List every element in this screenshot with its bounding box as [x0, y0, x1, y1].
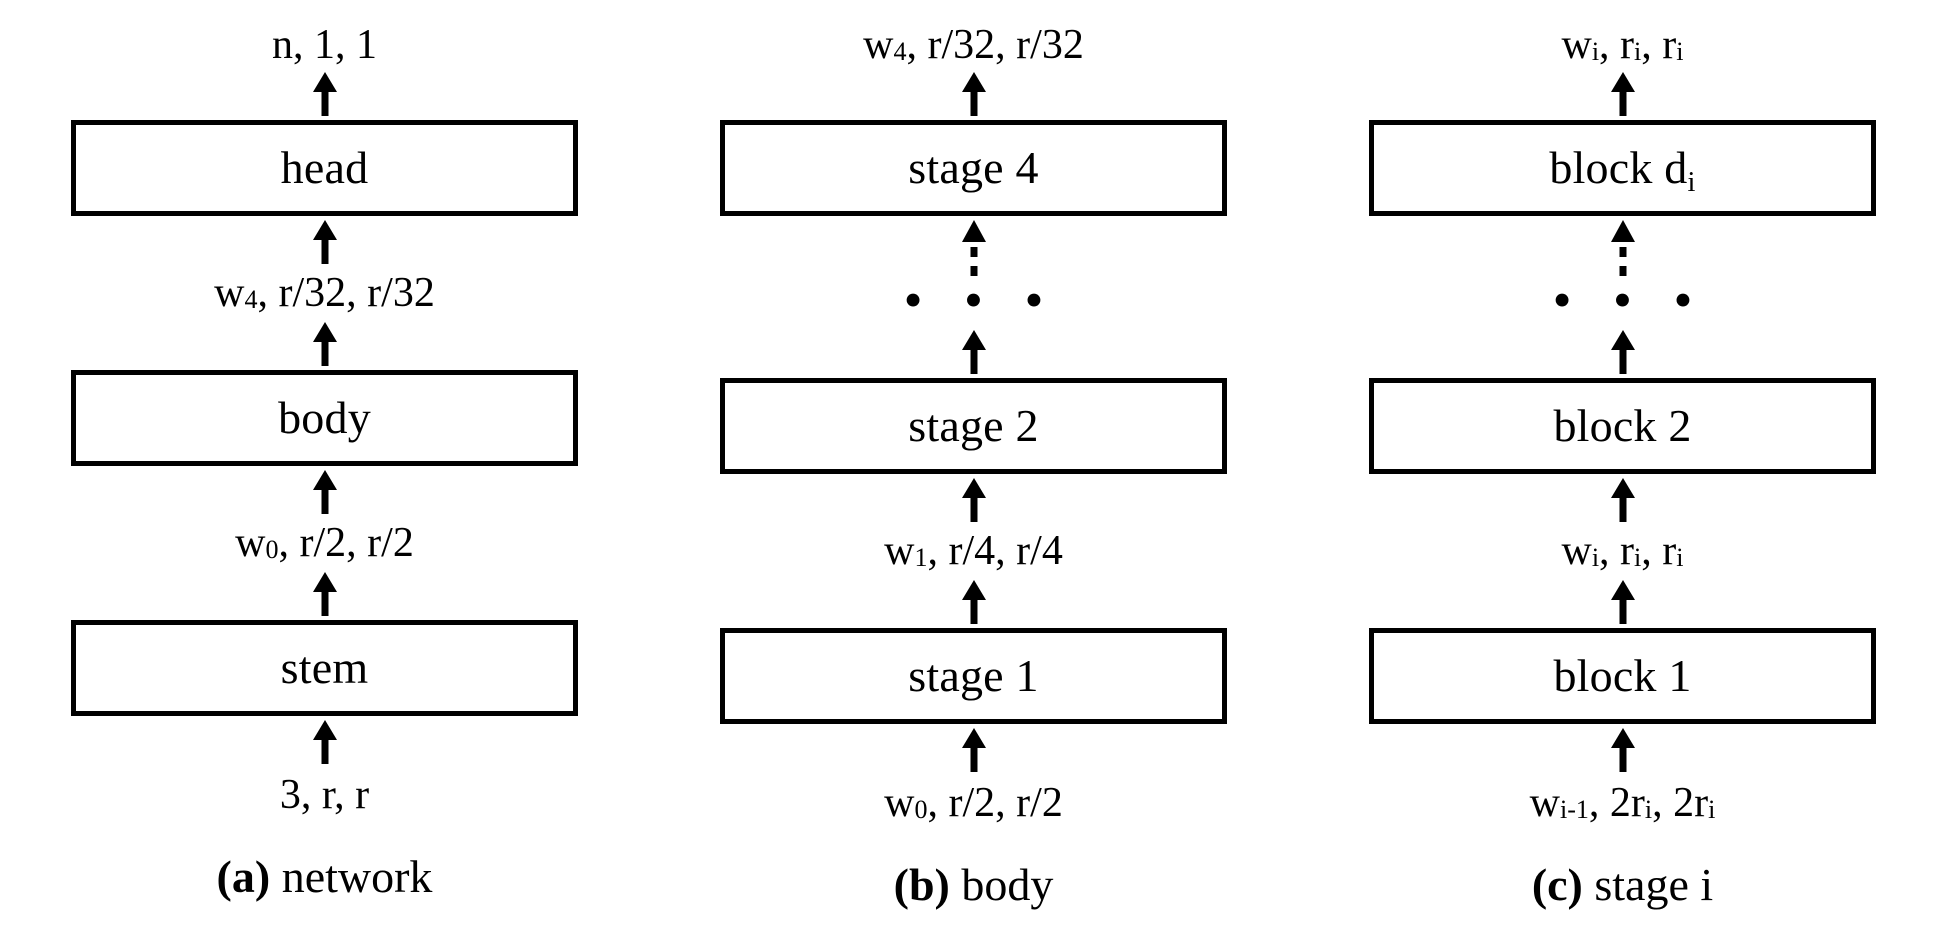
box-block-d-i[interactable]: block di	[1369, 120, 1876, 216]
box-block-1[interactable]: block 1	[1369, 628, 1876, 724]
caption-text-c: stage i	[1582, 859, 1714, 910]
caption-tag-c: (c)	[1531, 859, 1583, 910]
box-stage-2[interactable]: stage 2	[720, 378, 1227, 474]
label-network-output: n, 1, 1	[272, 22, 377, 68]
ellipsis-blocks: • • •	[1552, 270, 1707, 330]
caption-text-a: network	[270, 851, 433, 902]
label-stem-input: 3, r, r	[279, 772, 370, 818]
caption-panel-c: (c) stage i	[1532, 852, 1713, 908]
caption-text-b: body	[949, 859, 1054, 910]
ellipsis-stages: • • •	[903, 270, 1058, 330]
box-stage-4-label: stage 4	[908, 142, 1039, 193]
arrow-input-to-stem	[312, 720, 337, 764]
caption-panel-b: (b) body	[894, 852, 1054, 908]
caption-panel-a: (a) network	[217, 844, 433, 900]
box-stage-2-label: stage 2	[908, 400, 1039, 451]
arrow-stage4-out	[961, 72, 986, 116]
box-block-2[interactable]: block 2	[1369, 378, 1876, 474]
arrow-stage1-to-stage2	[961, 580, 986, 624]
caption-tag-a: (a)	[216, 851, 271, 902]
arrow-body-out	[312, 322, 337, 366]
arrow-input-to-block1	[1610, 728, 1635, 772]
box-body[interactable]: body	[71, 370, 578, 466]
arrow-stage2-to-ellipsis	[961, 330, 986, 374]
box-head-label: head	[280, 142, 369, 193]
box-stage-1-label: stage 1	[908, 650, 1039, 701]
arrow-stem-out	[312, 572, 337, 616]
arrow-body-to-head	[312, 220, 337, 264]
box-head[interactable]: head	[71, 120, 578, 216]
box-stem-label: stem	[280, 642, 369, 693]
arrow-block2-to-ellipsis	[1610, 330, 1635, 374]
box-stage-1[interactable]: stage 1	[720, 628, 1227, 724]
box-block-d-i-label: block di	[1549, 142, 1696, 198]
arrow-ellipsis-to-stage4	[961, 220, 986, 276]
box-stage-4[interactable]: stage 4	[720, 120, 1227, 216]
arrow-block2-in	[1610, 478, 1635, 522]
caption-tag-b: (b)	[893, 859, 950, 910]
box-block-1-label: block 1	[1553, 650, 1692, 701]
box-block-2-label: block 2	[1553, 400, 1692, 451]
arrow-stage2-in	[961, 478, 986, 522]
arrow-input-to-stage1	[961, 728, 986, 772]
arrow-stem-to-body	[312, 470, 337, 514]
arrow-block1-to-block2	[1610, 580, 1635, 624]
box-stem[interactable]: stem	[71, 620, 578, 716]
arrow-ellipsis-to-blockdi	[1610, 220, 1635, 276]
arrow-blockdi-out	[1610, 72, 1635, 116]
arrow-head-out	[312, 72, 337, 116]
box-body-label: body	[278, 392, 371, 443]
